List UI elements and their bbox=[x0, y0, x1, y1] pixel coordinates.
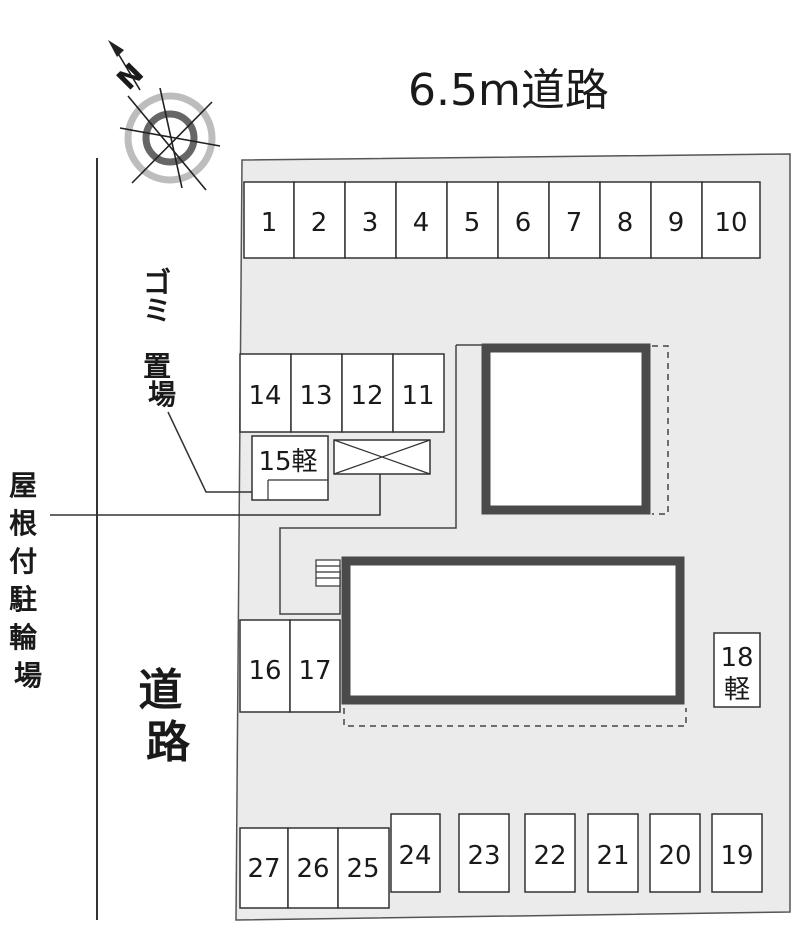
stairs-icon bbox=[315, 559, 341, 587]
parking-space-18 bbox=[713, 632, 761, 708]
space-label-9: 9 bbox=[668, 208, 685, 238]
building-lower bbox=[341, 556, 685, 705]
space-label-17: 17 bbox=[298, 656, 331, 686]
space-label-20: 20 bbox=[658, 841, 691, 871]
parking-space-4 bbox=[395, 181, 448, 259]
space-label-26: 26 bbox=[296, 854, 329, 884]
parking-space-11 bbox=[392, 353, 445, 433]
parking-space-7 bbox=[548, 181, 601, 259]
top-road-label: 6.5m道路 bbox=[408, 65, 609, 116]
parking-space-1 bbox=[243, 181, 295, 259]
walkway-outline bbox=[279, 345, 457, 615]
parking-space-3 bbox=[344, 181, 397, 259]
space-label-6: 6 bbox=[515, 208, 532, 238]
space-label-2: 2 bbox=[311, 208, 328, 238]
parking-lot-area bbox=[235, 153, 791, 921]
space-label-5: 5 bbox=[464, 208, 481, 238]
space-label-12: 12 bbox=[350, 381, 383, 411]
garbage-char-1: ゴ bbox=[143, 266, 171, 299]
space-label-19: 19 bbox=[720, 841, 753, 871]
bike-char-6: 場 bbox=[14, 659, 42, 692]
space-label-11: 11 bbox=[401, 381, 434, 411]
parking-space-2 bbox=[293, 181, 346, 259]
space-label-21: 21 bbox=[596, 841, 629, 871]
garbage-char-2: ミ bbox=[143, 294, 171, 327]
bike-shelter-label: 屋 根 付 駐 輪 場 bbox=[9, 469, 47, 692]
parking-space-13 bbox=[290, 353, 343, 433]
space-label-14: 14 bbox=[248, 381, 281, 411]
building-upper bbox=[481, 343, 651, 515]
bike-char-2: 根 bbox=[9, 507, 37, 540]
space-label-18-number: 18 bbox=[720, 643, 753, 673]
building-upper-dashed-outline bbox=[652, 345, 669, 515]
space-label-4: 4 bbox=[413, 208, 430, 238]
space-label-3: 3 bbox=[362, 208, 379, 238]
parking-space-5 bbox=[446, 181, 499, 259]
middle-left-parking-row: 14 13 12 11 bbox=[239, 353, 445, 433]
parking-space-9 bbox=[650, 181, 703, 259]
space-label-10: 10 bbox=[714, 208, 747, 238]
bike-char-5: 輪 bbox=[9, 621, 38, 654]
space-label-24: 24 bbox=[398, 841, 431, 871]
side-road-char-2: 路 bbox=[146, 717, 191, 768]
top-parking-row: 1 2 3 4 5 6 7 8 9 10 bbox=[243, 181, 761, 259]
north-arrow-compass-icon bbox=[108, 40, 221, 191]
bike-shelter-box bbox=[333, 439, 431, 475]
space-label-8: 8 bbox=[617, 208, 634, 238]
space-label-18-kei: 軽 bbox=[724, 675, 750, 705]
parking-space-21 bbox=[587, 813, 639, 893]
parking-space-27 bbox=[239, 827, 289, 909]
parking-space-24 bbox=[390, 813, 441, 893]
parking-space-26 bbox=[287, 827, 339, 909]
side-road-label: 道 路 bbox=[138, 665, 197, 768]
parking-space-14 bbox=[239, 353, 292, 433]
space-label-22: 22 bbox=[533, 841, 566, 871]
garbage-area-label: ゴ ミ 置 場 bbox=[143, 266, 181, 411]
space-label-27: 27 bbox=[247, 854, 280, 884]
parking-space-12 bbox=[341, 353, 394, 433]
bike-char-3: 付 bbox=[9, 545, 37, 578]
parking-space-15 bbox=[251, 435, 329, 501]
parking-space-10 bbox=[701, 181, 761, 259]
parking-space-23 bbox=[458, 813, 510, 893]
side-road-char-1: 道 bbox=[138, 665, 182, 716]
parking-space-19 bbox=[711, 813, 763, 893]
parking-space-20 bbox=[649, 813, 701, 893]
parking-space-8 bbox=[599, 181, 652, 259]
parking-space-22 bbox=[524, 813, 576, 893]
compass-north-letter: N bbox=[110, 57, 150, 97]
bike-char-1: 屋 bbox=[9, 469, 37, 502]
parking-space-25 bbox=[337, 827, 390, 909]
space-label-13: 13 bbox=[299, 381, 332, 411]
space-label-15: 15軽 bbox=[258, 447, 317, 477]
space-label-25: 25 bbox=[346, 854, 379, 884]
space-label-23: 23 bbox=[467, 841, 500, 871]
parking-space-17 bbox=[289, 619, 341, 713]
garbage-char-3: 置 bbox=[143, 350, 171, 383]
space-label-7: 7 bbox=[566, 208, 583, 238]
bottom-parking-row: 27 26 25 24 23 22 21 20 19 bbox=[239, 813, 763, 909]
space-label-16: 16 bbox=[248, 656, 281, 686]
bike-shelter-leader-line bbox=[50, 470, 381, 516]
space-label-1: 1 bbox=[261, 208, 278, 238]
garbage-char-4: 場 bbox=[148, 378, 176, 411]
bike-char-4: 駐 bbox=[9, 583, 37, 616]
parking-space-16 bbox=[239, 619, 291, 713]
parking-space-6 bbox=[497, 181, 550, 259]
building-lower-dashed-outline bbox=[343, 708, 687, 727]
